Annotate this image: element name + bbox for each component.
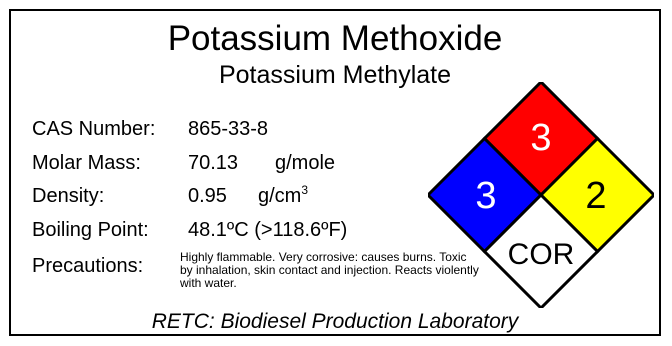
special-hazard-quadrant bbox=[482, 192, 600, 308]
density-unit: g/cm3 bbox=[258, 184, 308, 208]
boiling-point-label: Boiling Point: bbox=[32, 219, 149, 241]
chemical-name: Potassium Methoxide bbox=[167, 19, 503, 58]
precautions-label: Precautions: bbox=[32, 255, 144, 277]
density-unit-exponent: 3 bbox=[301, 183, 309, 197]
special-hazard-code: COR bbox=[508, 238, 575, 271]
cas-label: CAS Number: bbox=[32, 118, 156, 140]
chemical-alt-name: Potassium Methylate bbox=[218, 61, 452, 89]
boiling-point-value: 48.1ºC (>118.6ºF) bbox=[188, 219, 348, 241]
molar-mass-label: Molar Mass: bbox=[32, 152, 141, 174]
precautions-text: Highly flammable. Very corrosive: causes… bbox=[180, 250, 479, 290]
nfpa-diamond: 3 3 2 COR bbox=[428, 82, 654, 308]
instability-rating: 2 bbox=[585, 175, 606, 217]
molar-mass-value: 70.13 bbox=[188, 152, 239, 174]
density-value: 0.95 bbox=[188, 185, 227, 207]
density-label: Density: bbox=[32, 185, 105, 207]
health-rating: 3 bbox=[475, 175, 496, 217]
lab-footer: RETC: Biodiesel Production Laboratory bbox=[151, 310, 519, 333]
cas-value: 865-33-8 bbox=[188, 118, 269, 140]
chemical-label: Potassium Methoxide Potassium Methylate … bbox=[9, 9, 661, 336]
density-unit-base: g/cm bbox=[258, 185, 302, 207]
molar-mass-unit: g/mole bbox=[275, 152, 336, 174]
flammability-rating: 3 bbox=[530, 117, 551, 159]
